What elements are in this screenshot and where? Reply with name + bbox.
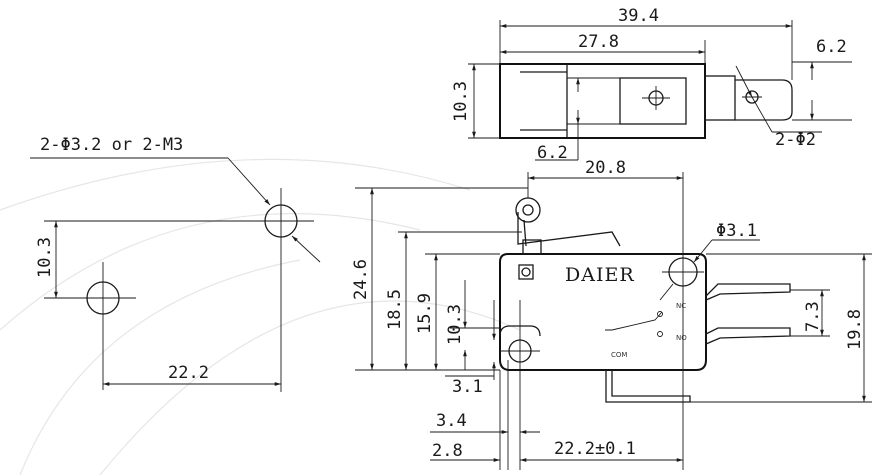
- dim-side-185: 18.5: [385, 289, 405, 330]
- dim-mount-horizontal: 22.2: [168, 363, 209, 383]
- dim-side-hole: Φ3.1: [716, 221, 757, 241]
- side-view: DAIER Φ3.1 NC NO COM: [351, 158, 872, 470]
- switch-body: [499, 253, 707, 371]
- dim-top-inner: 27.8: [578, 32, 619, 52]
- note-holes: 2-Φ3.2 or 2-M3: [40, 135, 183, 155]
- nc-label: NC: [676, 302, 686, 310]
- dim-top-bottom: 6.2: [537, 143, 568, 163]
- no-label: NO: [676, 334, 687, 342]
- dim-side-73: 7.3: [803, 301, 823, 332]
- mount-pattern: 2-Φ3.2 or 2-M3 10.3 22.2: [30, 135, 321, 392]
- dim-side-31: 3.1: [452, 377, 483, 397]
- dim-mount-vertical: 10.3: [35, 237, 55, 278]
- roller: [515, 197, 541, 223]
- top-view: 39.4 27.8 10.3 6.2 2-Φ2 6.2: [451, 6, 852, 163]
- dim-side-103: 10.3: [445, 304, 465, 345]
- dim-side-159: 15.9: [415, 293, 435, 334]
- dim-top-terminal-width: 6.2: [816, 37, 847, 57]
- dim-top-overall: 39.4: [618, 6, 659, 26]
- dim-side-246: 24.6: [351, 259, 371, 300]
- brand-label: DAIER: [565, 264, 635, 286]
- dim-side-width: 20.8: [585, 158, 626, 178]
- dim-top-terminal-hole: 2-Φ2: [775, 130, 816, 150]
- dim-side-34: 3.4: [436, 411, 467, 431]
- watermark-arcs: [0, 158, 521, 475]
- dim-side-28: 2.8: [432, 441, 463, 461]
- dim-side-222: 22.2±0.1: [554, 439, 636, 459]
- com-label: COM: [611, 351, 627, 359]
- dim-side-198: 19.8: [845, 309, 865, 350]
- dim-top-height: 10.3: [451, 81, 471, 122]
